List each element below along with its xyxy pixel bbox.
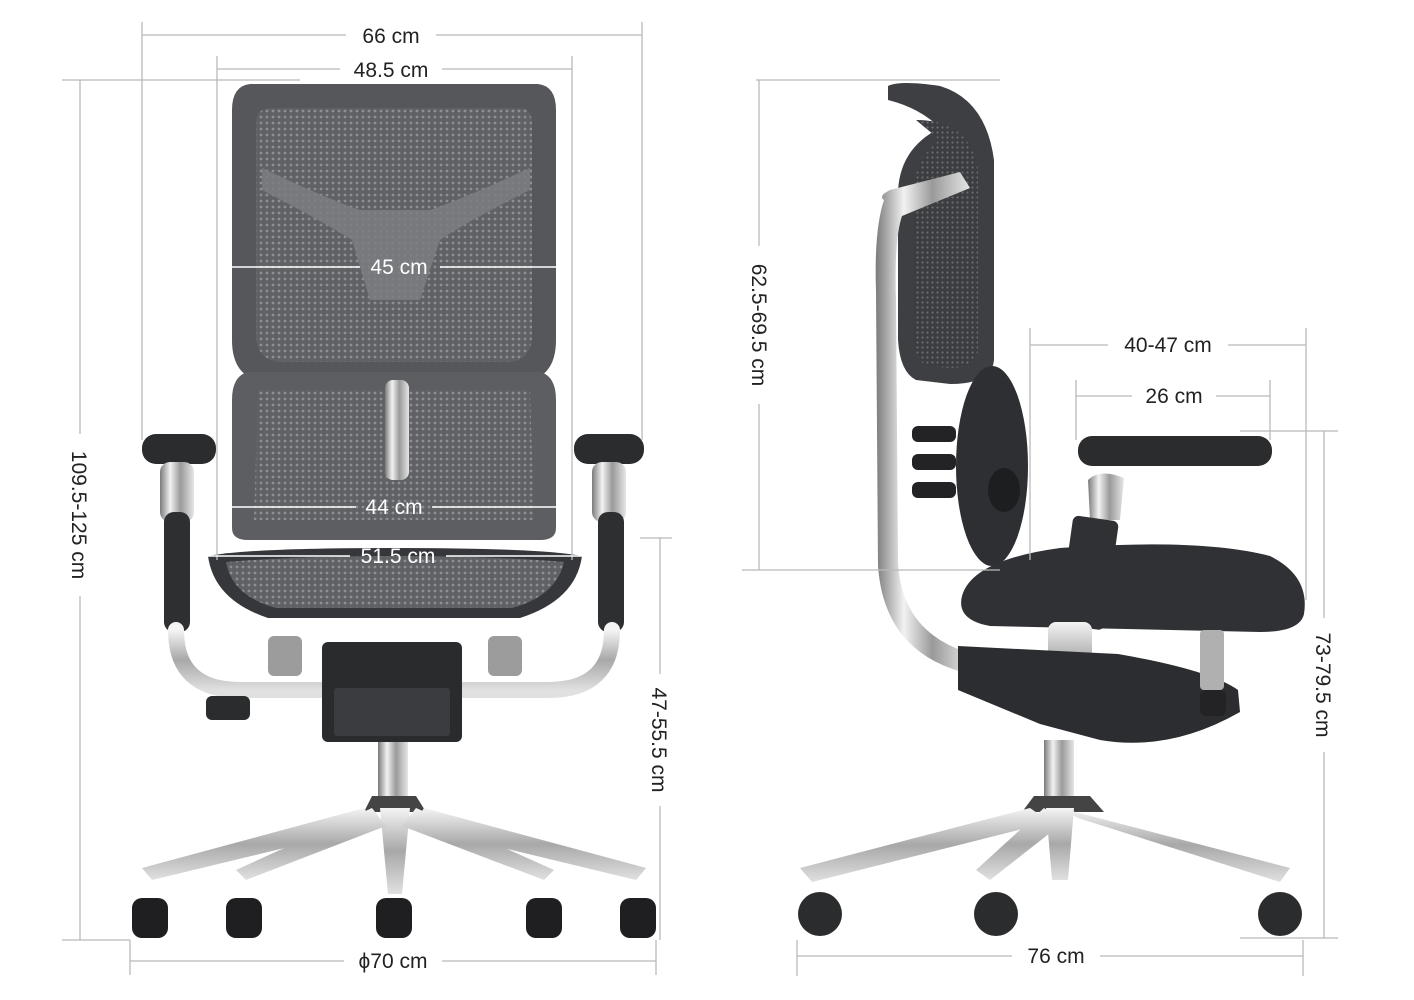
side-lumbar-cushion [956, 366, 1028, 566]
side-seat [961, 544, 1305, 632]
label-seat-height: 47-55.5 cm [647, 687, 670, 792]
label-armrest-length: 26 cm [1145, 385, 1202, 408]
dimension-lines [62, 22, 1338, 976]
label-overall-height: 109.5-125 cm [67, 451, 90, 579]
front-arm-struts [168, 622, 620, 698]
label-seat-width: 51.5 cm [361, 545, 436, 568]
label-overall-depth: 76 cm [1027, 945, 1084, 968]
front-right-armrest [574, 434, 644, 632]
front-lumbar-support [262, 168, 530, 300]
label-overall-width: 66 cm [362, 25, 419, 48]
front-base [142, 796, 646, 894]
side-mechanism [958, 646, 1240, 743]
front-left-spring [268, 636, 302, 676]
side-gas-lift [1044, 740, 1074, 800]
side-armrest-post [1088, 473, 1124, 520]
front-left-armrest [142, 434, 216, 632]
side-lumbar-springs [912, 426, 956, 498]
label-seat-depth: 40-47 cm [1124, 334, 1212, 357]
label-base-diameter: ϕ70 cm [359, 950, 428, 973]
front-casters [132, 898, 656, 938]
front-gas-lift [378, 742, 408, 798]
label-backrest-inner-width: 45 cm [370, 256, 427, 279]
side-casters [798, 892, 1302, 936]
interior-dimension-lines [204, 257, 582, 557]
label-armrest-height: 73-79.5 cm [1311, 632, 1334, 737]
label-seat-inner-width: 44 cm [365, 496, 422, 519]
side-armrest-pad [1078, 436, 1272, 466]
front-right-spring [488, 636, 522, 676]
label-backrest-width: 48.5 cm [354, 59, 429, 82]
side-chrome-frame [875, 172, 970, 672]
label-backrest-height: 62.5-69.5 cm [747, 264, 770, 387]
front-spine [385, 380, 409, 480]
front-view-chair [132, 84, 656, 938]
front-tilt-knob [206, 696, 250, 720]
side-base [800, 796, 1290, 882]
side-view-chair [798, 83, 1305, 936]
front-seat-mesh [226, 556, 564, 608]
